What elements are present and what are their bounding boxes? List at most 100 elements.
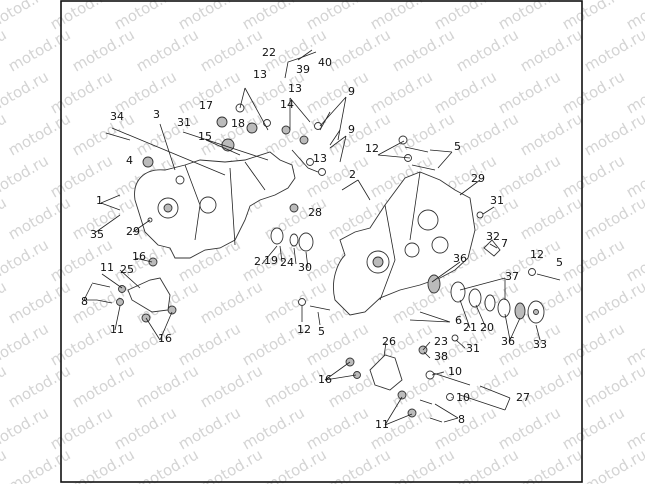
watermark-text: motod.ru <box>581 193 645 243</box>
part-number-label: 12 <box>365 142 379 155</box>
part-number-label: 30 <box>298 261 312 274</box>
part-number-label: 17 <box>199 99 213 112</box>
part-number-label: 9 <box>348 85 355 98</box>
watermark-text: motod.ru <box>197 445 266 484</box>
watermark-text: motod.ru <box>111 403 180 453</box>
watermark-text: motod.ru <box>175 0 244 33</box>
watermark-text: motod.ru <box>581 25 645 75</box>
part-number-label: 27 <box>516 391 530 404</box>
leader-lines <box>83 87 541 426</box>
part-number-label: 29 <box>126 225 140 238</box>
part-number-label: 8 <box>458 413 465 426</box>
watermark-text: motod.ru <box>559 0 628 33</box>
watermark-text: motod.ru <box>581 109 645 159</box>
watermark-text: motod.ru <box>517 445 586 484</box>
part-number-label: 29 <box>471 172 485 185</box>
breather-hose <box>284 51 317 79</box>
watermark-text: motod.ru <box>5 25 74 75</box>
watermark-text: motod.ru <box>495 403 564 453</box>
watermark-text: motod.ru <box>133 25 202 75</box>
part-number-label: 5 <box>556 256 563 269</box>
part-number-label: 5 <box>318 325 325 338</box>
diagram-frame <box>60 0 583 483</box>
watermark-text: motod.ru <box>261 445 330 484</box>
watermark-text: motod.ru <box>517 277 586 327</box>
watermark-text: motod.ru <box>431 0 500 33</box>
part-number-label: 37 <box>505 270 519 283</box>
watermark-text: motod.ru <box>0 0 52 33</box>
watermark-text: motod.ru <box>367 319 436 369</box>
watermark-text: motod.ru <box>623 319 645 369</box>
part-number-label: 12 <box>297 323 311 336</box>
watermark-text: motod.ru <box>261 361 330 411</box>
part-number-label: 5 <box>454 140 461 153</box>
watermark-text: motod.ru <box>367 67 436 117</box>
watermark-text: motod.ru <box>175 319 244 369</box>
part-number-label: 31 <box>466 342 480 355</box>
part-number-label: 22 <box>262 46 276 59</box>
part-number-label: 13 <box>313 152 327 165</box>
watermark-text: motod.ru <box>0 67 52 117</box>
part-number-label: 21 <box>463 321 477 334</box>
watermark-text: motod.ru <box>559 403 628 453</box>
part-number-label: 3 <box>153 108 160 121</box>
part-number-label: 35 <box>90 228 104 241</box>
part-number-label: 15 <box>198 130 212 143</box>
watermark-text: motod.ru <box>197 361 266 411</box>
part-number-label: 9 <box>348 123 355 136</box>
part-number-label: 24 <box>280 256 294 269</box>
watermark-text: motod.ru <box>559 67 628 117</box>
watermark-text: motod.ru <box>389 445 458 484</box>
watermark-text: motod.ru <box>133 361 202 411</box>
part-number-label: 2 <box>254 255 261 268</box>
watermark-text: motod.ru <box>69 445 138 484</box>
watermark-text: motod.ru <box>5 361 74 411</box>
watermark-text: motod.ru <box>431 67 500 117</box>
washers-nuts <box>116 103 536 418</box>
part-number-label: 39 <box>296 63 310 76</box>
part-number-label: 2 <box>349 168 356 181</box>
watermark-text: motod.ru <box>5 193 74 243</box>
part-number-label: 16 <box>318 373 332 386</box>
watermark-text: motod.ru <box>5 445 74 484</box>
watermark-text: motod.ru <box>325 445 394 484</box>
watermark-text: motod.ru <box>559 235 628 285</box>
watermark-text: motod.ru <box>623 67 645 117</box>
part-number-label: 32 <box>486 230 500 243</box>
watermark-text: motod.ru <box>239 403 308 453</box>
part-number-label: 34 <box>110 110 124 123</box>
watermark-text: motod.ru <box>623 235 645 285</box>
left-crankcase <box>134 151 296 259</box>
watermark-text: motod.ru <box>517 25 586 75</box>
part-number-label: 23 <box>434 335 448 348</box>
part-number-label: 16 <box>158 332 172 345</box>
watermark-text: motod.ru <box>517 109 586 159</box>
watermark-text: motod.ru <box>559 151 628 201</box>
part-number-label: 13 <box>253 68 267 81</box>
watermark-text: motod.ru <box>303 403 372 453</box>
watermark-text: motod.ru <box>559 319 628 369</box>
part-number-label: 7 <box>501 237 508 250</box>
watermark-text: motod.ru <box>69 277 138 327</box>
watermark-text: motod.ru <box>325 25 394 75</box>
part-number-label: 31 <box>490 194 504 207</box>
part-number-label: 11 <box>110 323 124 336</box>
watermark-text: motod.ru <box>367 0 436 33</box>
part-number-label: 31 <box>177 116 191 129</box>
watermark-text: motod.ru <box>47 67 116 117</box>
part-number-label: 28 <box>308 206 322 219</box>
part-number-label: 6 <box>455 314 462 327</box>
watermark-text: motod.ru <box>0 235 52 285</box>
part-number-label: 25 <box>120 263 134 276</box>
watermark-text: motod.ru <box>47 403 116 453</box>
part-number-label: 11 <box>100 261 114 274</box>
watermark-text: motod.ru <box>0 151 52 201</box>
watermark-text: motod.ru <box>581 277 645 327</box>
part-number-label: 10 <box>456 391 470 404</box>
watermark-text: motod.ru <box>581 361 645 411</box>
watermark-text: motod.ru <box>239 0 308 33</box>
part-number-label: 20 <box>480 321 494 334</box>
watermark-text: motod.ru <box>623 151 645 201</box>
part-number-label: 1 <box>96 194 103 207</box>
